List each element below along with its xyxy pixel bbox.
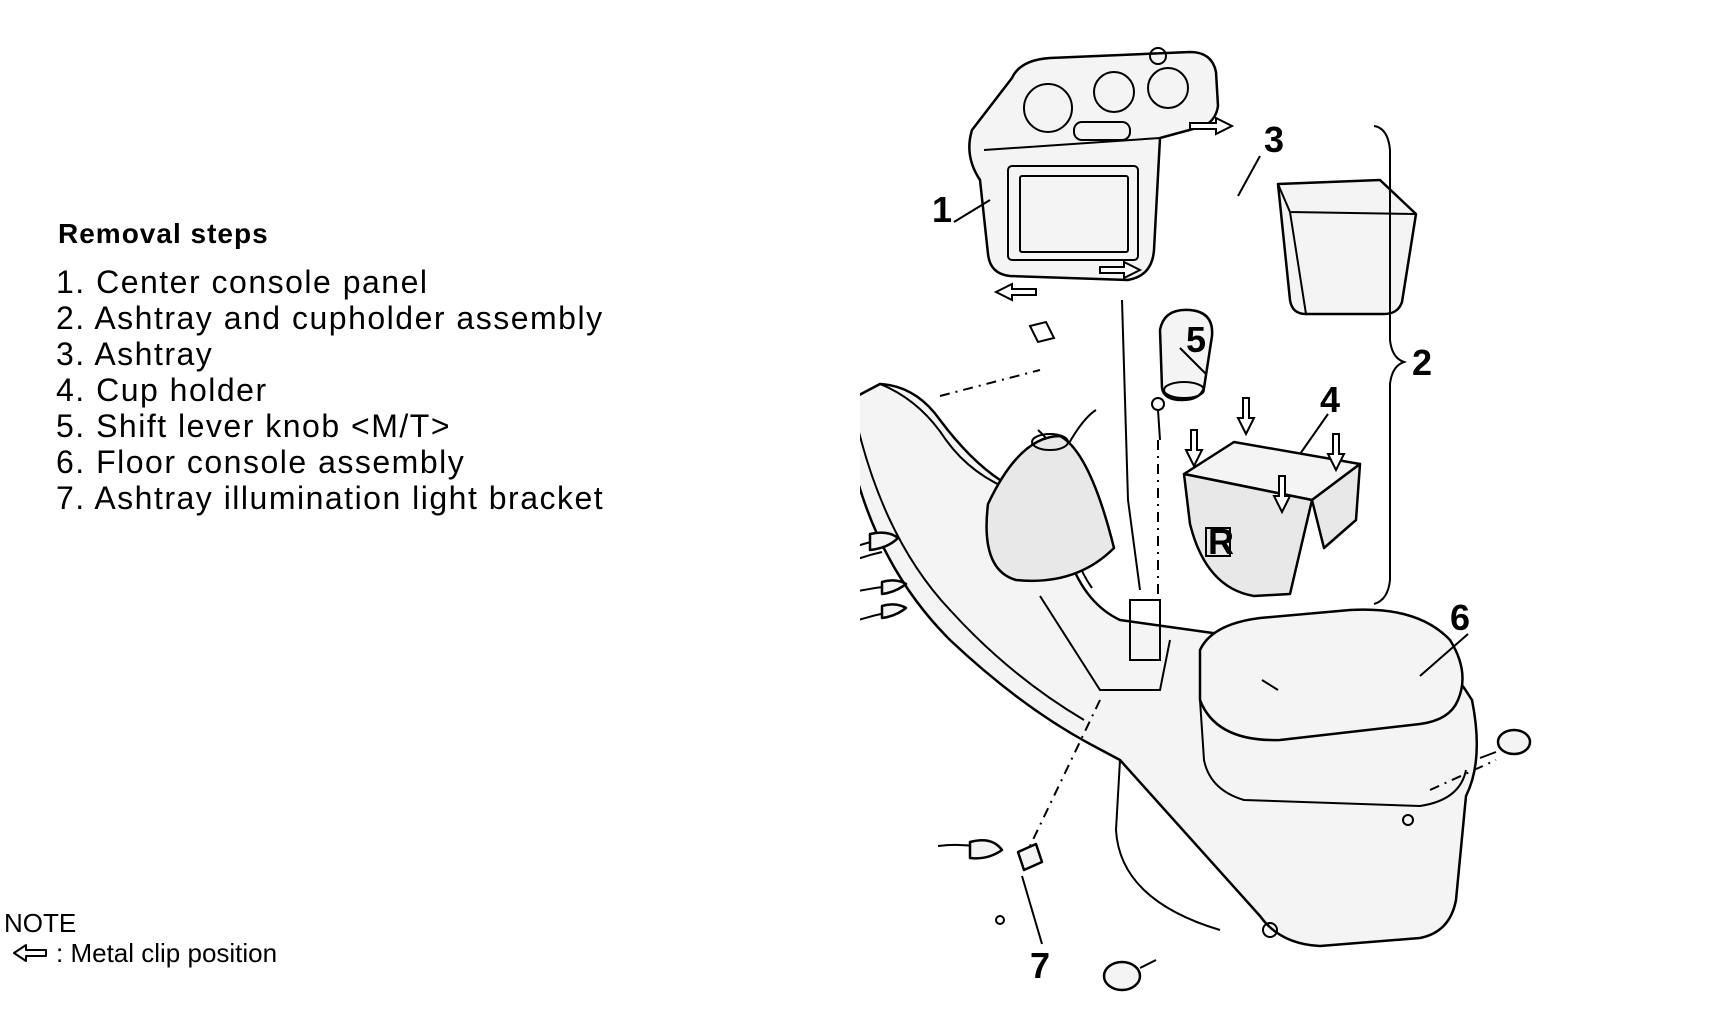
metal-clip-arrow-icon (1236, 397, 1256, 437)
floor-console-assembly-part (860, 299, 1479, 948)
removal-steps: Removal steps 1. Center console panel 2.… (56, 218, 604, 516)
note-title: NOTE (4, 908, 77, 938)
console-exploded-diagram: R (860, 47, 1532, 992)
callout-5: 5 (1186, 319, 1206, 360)
leader-line-dashed (1029, 699, 1101, 847)
step-item: 4. Cup holder (56, 372, 268, 408)
metal-clip-arrow-icon (1326, 433, 1346, 473)
step-item: 2. Ashtray and cupholder assembly (56, 300, 604, 336)
group-bracket (1373, 125, 1408, 605)
removal-steps-title: Removal steps (58, 218, 269, 249)
leader-line-dashed (939, 369, 1041, 397)
hollow-arrow-icon (13, 944, 47, 962)
wire-connector-group (860, 531, 1044, 925)
metal-clip-arrow-icon (993, 282, 1037, 302)
callout-1: 1 (932, 189, 952, 230)
step-item: 3. Ashtray (56, 336, 214, 372)
step-item: 1. Center console panel (56, 264, 429, 300)
note-legend: : Metal clip position (4, 938, 277, 968)
cup-holder-r-marking: R (1208, 521, 1234, 562)
metal-clip-arrow-icon (1184, 429, 1204, 469)
callout-2: 2 (1412, 342, 1432, 383)
metal-clip-arrow-icon (1189, 116, 1235, 136)
metal-clip-arrow-icon (1272, 475, 1292, 515)
step-item: 6. Floor console assembly (56, 444, 466, 480)
metal-clip-arrow-icon (1099, 260, 1143, 280)
callout-4: 4 (1320, 379, 1340, 420)
ashtray-part (1276, 178, 1418, 316)
step-item: 7. Ashtray illumination light bracket (56, 480, 605, 516)
removal-steps-list: 1. Center console panel 2. Ashtray and c… (56, 264, 604, 516)
center-console-panel-part (968, 47, 1220, 282)
note-block: NOTE : Metal clip position (4, 908, 277, 968)
callout-6: 6 (1450, 597, 1470, 638)
callout-7: 7 (1030, 945, 1050, 986)
note-text: : Metal clip position (56, 938, 278, 968)
screw-hardware (1102, 397, 1532, 992)
callout-3: 3 (1264, 119, 1284, 160)
step-item: 5. Shift lever knob <M/T> (56, 408, 451, 444)
